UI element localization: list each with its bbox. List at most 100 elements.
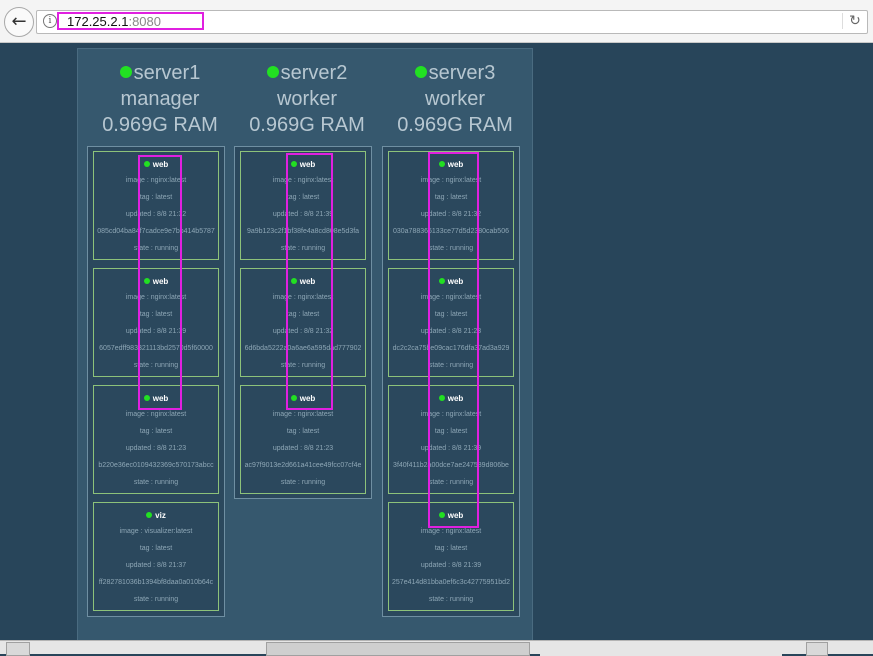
task-image: image : nginx:latest xyxy=(420,177,482,184)
cluster-panel: server1 manager 0.969G RAM web image : n… xyxy=(77,48,533,653)
status-dot-icon xyxy=(290,161,297,167)
task-name: web xyxy=(299,160,316,169)
node-name: server3 xyxy=(428,62,496,84)
task-card[interactable]: web image : nginx:latest tag : latest up… xyxy=(388,151,514,260)
task-state: state : running xyxy=(428,245,474,252)
status-dot-icon xyxy=(146,512,153,518)
task-state: state : running xyxy=(428,479,474,486)
task-card[interactable]: web image : nginx:latest tag : latest up… xyxy=(93,151,219,260)
reload-icon[interactable]: ↻ xyxy=(842,13,863,29)
task-id: dc2c2ca75be09cac176dfa37ad3a929 xyxy=(392,345,510,352)
task-state: state : running xyxy=(133,362,179,369)
task-id: 3f40f411b2a00dce7ae247589d806be xyxy=(393,462,509,469)
back-arrow-icon[interactable]: ← xyxy=(4,7,34,37)
status-dot-icon xyxy=(143,161,150,167)
node-role: worker xyxy=(276,88,337,110)
url-port: :8080 xyxy=(128,14,161,29)
task-id: 085cd04ba84f7cadce9e7bb414b5787 xyxy=(97,228,215,235)
status-dot-icon xyxy=(119,66,132,78)
taskbar-item[interactable] xyxy=(540,642,782,656)
node-tasks: web image : nginx:latest tag : latest up… xyxy=(87,146,225,617)
task-name: web xyxy=(299,394,316,403)
status-dot-icon xyxy=(266,66,279,78)
task-updated: updated : 8/8 21:39 xyxy=(272,211,334,218)
node-role: worker xyxy=(424,88,485,110)
task-image: image : nginx:latest xyxy=(420,528,482,535)
node-server3: server3 worker 0.969G RAM web image : ng… xyxy=(382,49,528,617)
node-ram: 0.969G RAM xyxy=(102,114,218,136)
node-name: server2 xyxy=(280,62,348,84)
url-host: 172.25.2.1 xyxy=(67,14,129,29)
task-updated: updated : 8/8 21:32 xyxy=(125,211,187,218)
task-updated: updated : 8/8 21:32 xyxy=(420,211,482,218)
task-tag: tag : latest xyxy=(434,194,468,201)
task-updated: updated : 8/8 21:39 xyxy=(125,328,187,335)
status-dot-icon xyxy=(143,278,150,284)
task-image: image : nginx:latest xyxy=(420,294,482,301)
task-image: image : nginx:latest xyxy=(420,411,482,418)
task-updated: updated : 8/8 21:39 xyxy=(420,562,482,569)
task-name: web xyxy=(152,277,169,286)
task-tag: tag : latest xyxy=(139,428,173,435)
task-image: image : nginx:latest xyxy=(272,411,334,418)
task-image: image : nginx:latest xyxy=(125,411,187,418)
task-id: 6d6bda5222a0a6ae6a595dad777902 xyxy=(244,345,362,352)
taskbar-item-active[interactable] xyxy=(266,642,530,656)
task-image: image : nginx:latest xyxy=(272,177,334,184)
task-state: state : running xyxy=(428,362,474,369)
node-header: server3 worker 0.969G RAM xyxy=(382,49,528,138)
task-state: state : running xyxy=(133,479,179,486)
task-id: b220e36ec0109432369c570173abcc xyxy=(98,462,214,469)
node-header: server1 manager 0.969G RAM xyxy=(87,49,233,138)
node-tasks: web image : nginx:latest tag : latest up… xyxy=(234,146,372,499)
status-dot-icon xyxy=(414,66,427,78)
node-ram: 0.969G RAM xyxy=(249,114,365,136)
taskbar-item[interactable] xyxy=(806,642,828,656)
status-dot-icon xyxy=(438,512,445,518)
task-card[interactable]: web image : nginx:latest tag : latest up… xyxy=(240,151,366,260)
task-state: state : running xyxy=(133,245,179,252)
task-card[interactable]: web image : nginx:latest tag : latest up… xyxy=(93,268,219,377)
status-dot-icon xyxy=(290,395,297,401)
task-name: web xyxy=(447,277,464,286)
task-updated: updated : 8/8 21:23 xyxy=(125,445,187,452)
task-card[interactable]: web image : nginx:latest tag : latest up… xyxy=(93,385,219,494)
task-state: state : running xyxy=(133,596,179,603)
task-tag: tag : latest xyxy=(139,194,173,201)
task-card[interactable]: web image : nginx:latest tag : latest up… xyxy=(388,385,514,494)
task-card[interactable]: web image : nginx:latest tag : latest up… xyxy=(240,385,366,494)
task-tag: tag : latest xyxy=(286,194,320,201)
info-icon[interactable]: i xyxy=(43,14,57,28)
task-tag: tag : latest xyxy=(286,428,320,435)
url-text[interactable]: 172.25.2.1:8080 xyxy=(57,12,204,30)
taskbar-item[interactable] xyxy=(6,642,30,656)
task-card[interactable]: web image : nginx:latest tag : latest up… xyxy=(388,502,514,611)
status-dot-icon xyxy=(438,278,445,284)
node-role: manager xyxy=(120,88,200,110)
task-id: ac97f9013e2d661a41cee49fcc07cf4e xyxy=(244,462,362,469)
task-id: ff282781036b1394bf8daa0a010b64c xyxy=(98,579,214,586)
task-id: 6057edff983321113bd2570d5f60000 xyxy=(99,345,213,352)
node-server1: server1 manager 0.969G RAM web image : n… xyxy=(87,49,233,617)
task-name: web xyxy=(152,160,169,169)
task-state: state : running xyxy=(280,245,326,252)
task-card[interactable]: web image : nginx:latest tag : latest up… xyxy=(240,268,366,377)
task-tag: tag : latest xyxy=(434,311,468,318)
task-tag: tag : latest xyxy=(139,311,173,318)
address-bar[interactable]: i 172.25.2.1:8080 ↻ xyxy=(36,10,868,34)
node-name: server1 xyxy=(133,62,201,84)
node-ram: 0.969G RAM xyxy=(397,114,513,136)
task-id: 9a9b123c2f1bf38fe4a8cd808e5d3fa xyxy=(246,228,360,235)
task-tag: tag : latest xyxy=(286,311,320,318)
task-updated: updated : 8/8 21:23 xyxy=(420,328,482,335)
task-name: web xyxy=(447,160,464,169)
task-tag: tag : latest xyxy=(139,545,173,552)
status-dot-icon xyxy=(143,395,150,401)
browser-toolbar: ← i 172.25.2.1:8080 ↻ xyxy=(0,0,873,43)
task-card[interactable]: web image : nginx:latest tag : latest up… xyxy=(388,268,514,377)
status-dot-icon xyxy=(438,395,445,401)
task-name: web xyxy=(152,394,169,403)
node-server2: server2 worker 0.969G RAM web image : ng… xyxy=(234,49,380,499)
task-card[interactable]: viz image : visualizer:latest tag : late… xyxy=(93,502,219,611)
taskbar xyxy=(0,640,873,656)
